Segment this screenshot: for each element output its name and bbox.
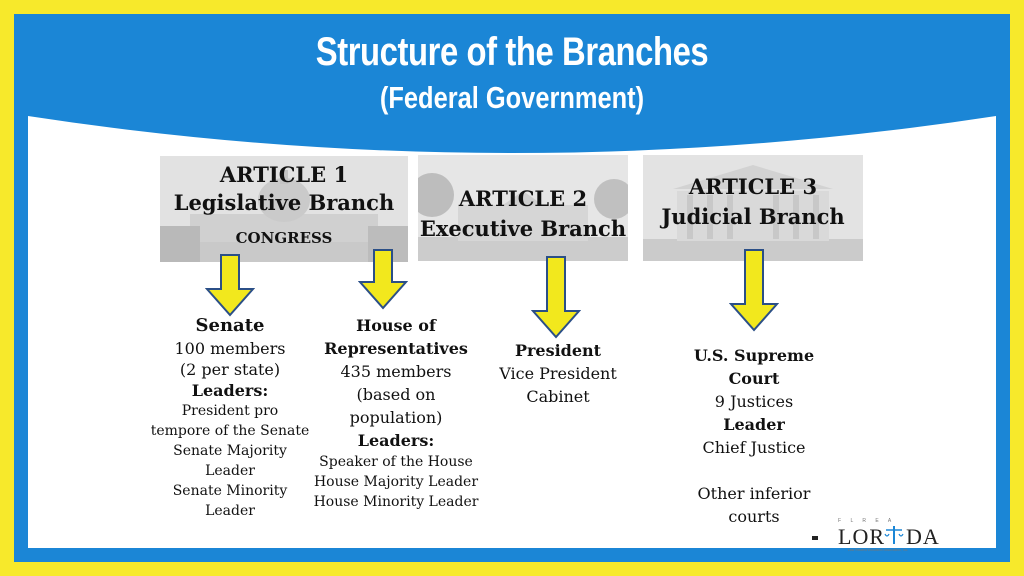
house-leaders-label: Leaders: <box>357 431 435 450</box>
house-block: House of Representatives 435 members (ba… <box>306 314 486 512</box>
down-arrow-senate-icon <box>205 254 255 317</box>
inferior-courts-2: courts <box>728 507 780 526</box>
title-banner <box>28 28 996 153</box>
house-members: 435 members <box>340 362 452 381</box>
senate-leader-3a: Senate Minority <box>172 483 288 499</box>
down-arrow-judicial-icon <box>729 249 779 332</box>
house-leader-1: Speaker of the House <box>319 454 473 470</box>
house-heading-2: Representatives <box>324 339 468 358</box>
senate-members: 100 members <box>174 339 286 358</box>
down-arrow-house-icon <box>358 249 408 310</box>
justices-count: 9 Justices <box>714 392 794 411</box>
senate-leader-2a: Senate Majority <box>173 443 287 459</box>
lrea-logo: F L R E A LOR DA Law Related Education A… <box>808 514 970 554</box>
senate-leader-1a: President pro <box>181 403 279 419</box>
logo-tagline: Law Related Education Association, Inc. <box>848 548 908 552</box>
senate-per-state: (2 per state) <box>179 360 281 379</box>
page-subtitle: (Federal Government) <box>379 80 645 115</box>
white-house-image <box>418 155 628 261</box>
svg-text:F L R E A: F L R E A <box>838 518 895 524</box>
executive-block: President Vice President Cabinet <box>480 339 636 408</box>
article-2-label: ARTICLE 2 <box>458 186 588 211</box>
down-arrow-executive-icon <box>531 256 581 339</box>
senate-leader-2b: Leader <box>205 463 255 479</box>
legislative-branch-label: Legislative Branch <box>173 190 395 215</box>
congress-label: CONGRESS <box>235 229 333 247</box>
judicial-leader-label: Leader <box>723 415 785 434</box>
card-legislative: ARTICLE 1 Legislative Branch CONGRESS <box>160 156 408 262</box>
page-title: Structure of the Branches <box>315 30 709 74</box>
house-basis-1: (based on <box>356 385 436 404</box>
chief-justice-text: Chief Justice <box>702 438 806 457</box>
spacer <box>674 459 834 482</box>
inferior-courts-1: Other inferior <box>697 484 811 503</box>
svg-text:DA: DA <box>906 524 940 549</box>
card-executive: ARTICLE 2 Executive Branch <box>418 155 628 261</box>
senate-heading: Senate <box>195 315 265 336</box>
slide-panel <box>28 28 996 548</box>
senate-leader-1b: tempore of the Senate <box>150 423 310 439</box>
house-heading-1: House of <box>356 316 436 335</box>
executive-branch-label: Executive Branch <box>419 216 627 241</box>
supreme-court-heading-2: Court <box>728 369 780 388</box>
vice-president-text: Vice President <box>499 364 617 383</box>
article-3-label: ARTICLE 3 <box>688 174 818 199</box>
cabinet-text: Cabinet <box>526 387 590 406</box>
senate-leaders-label: Leaders: <box>191 381 269 400</box>
capitol-building-image <box>160 156 408 262</box>
article-1-label: ARTICLE 1 <box>219 162 349 187</box>
senate-leader-3b: Leader <box>205 503 255 519</box>
svg-text:LOR: LOR <box>838 524 885 549</box>
judicial-block: U.S. Supreme Court 9 Justices Leader Chi… <box>674 344 834 528</box>
house-leader-3: House Minority Leader <box>313 494 479 510</box>
house-leader-2: House Majority Leader <box>313 474 479 490</box>
senate-block: Senate 100 members (2 per state) Leaders… <box>140 314 320 521</box>
card-judicial: ARTICLE 3 Judicial Branch <box>643 155 863 261</box>
house-basis-2: population) <box>349 408 443 427</box>
judicial-branch-label: Judicial Branch <box>661 204 845 229</box>
supreme-court-heading-1: U.S. Supreme <box>693 346 815 365</box>
scales-of-justice-icon: F L R E A LOR DA Law Related Education A… <box>812 518 940 552</box>
president-heading: President <box>514 341 602 360</box>
